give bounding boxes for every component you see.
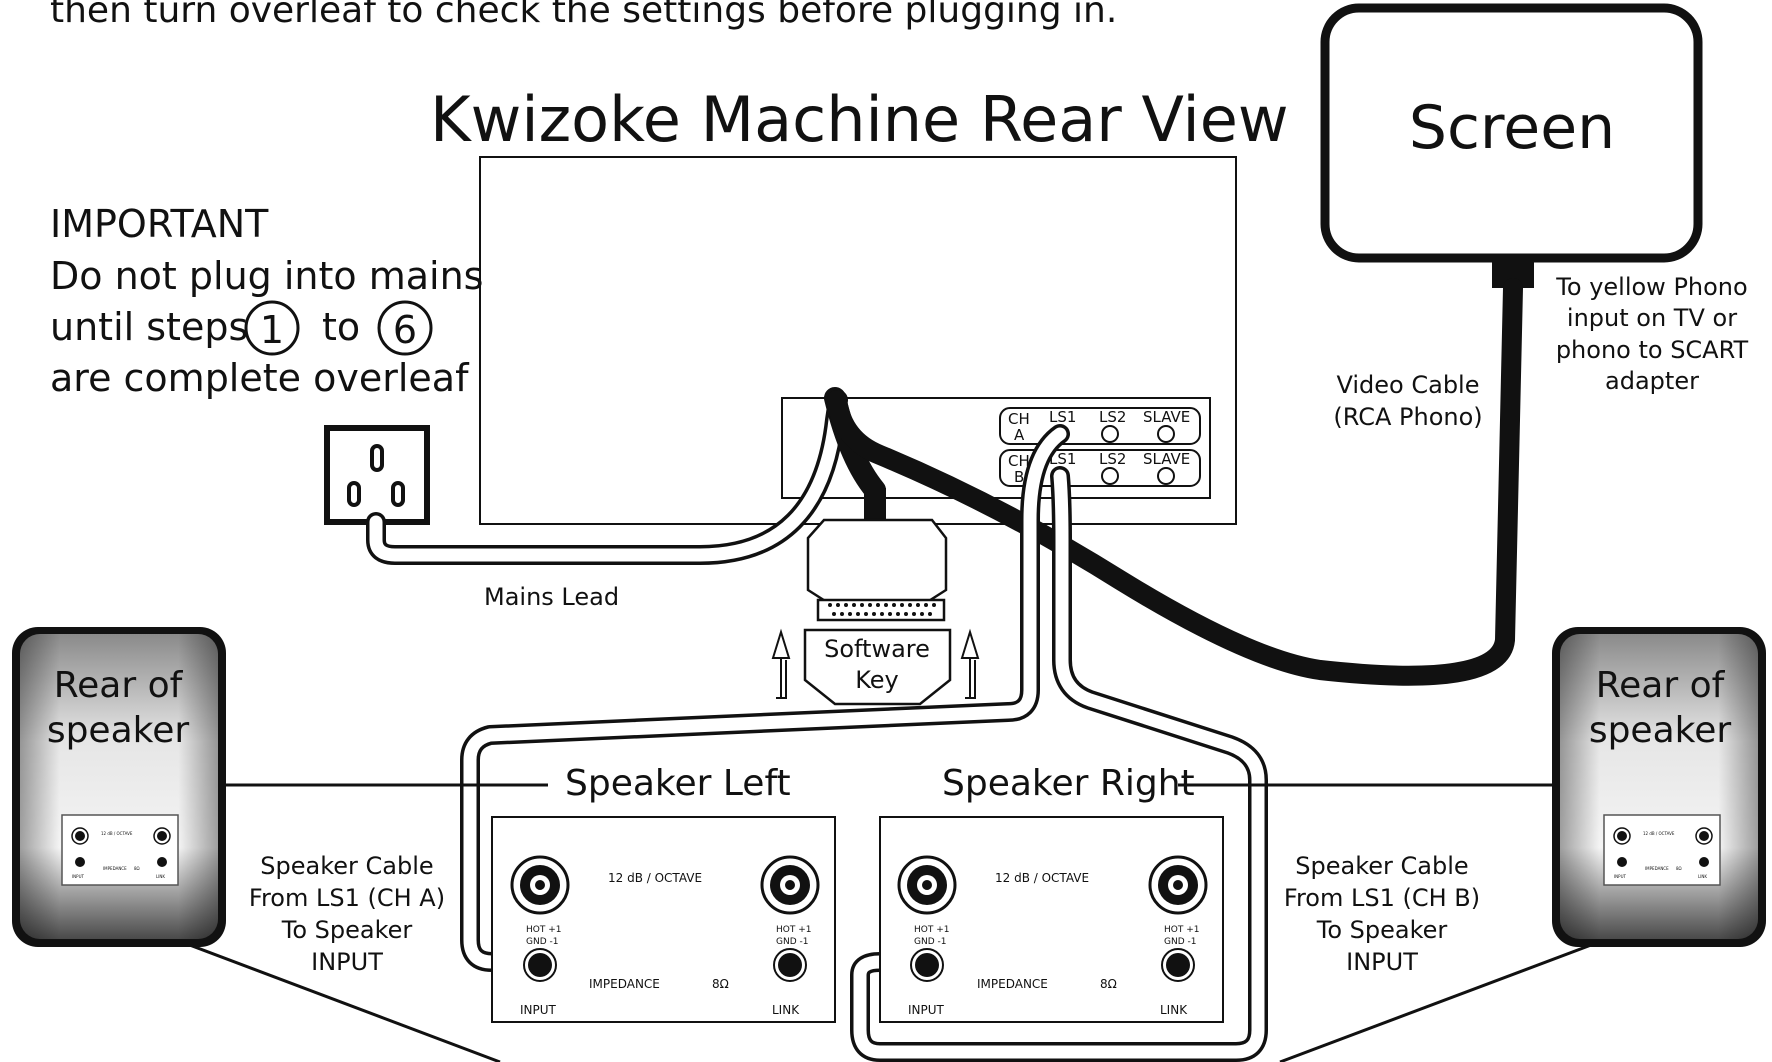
speaker-right-panel: 12 dB / OCTAVE HOT +1 GND -1 HOT +1 GND …	[879, 816, 1224, 1023]
right-speaker-rear: 12 dB / OCTAVE IMPEDANCE 8Ω INPUT LINK	[1552, 627, 1766, 947]
important-line-2: until steps	[50, 305, 248, 349]
software-key-label-2: Key	[855, 666, 899, 694]
left-octave-label: 12 dB / OCTAVE	[608, 871, 702, 885]
left-input-gnd: GND -1	[526, 937, 558, 947]
left-mini-input: INPUT	[72, 874, 85, 879]
ch-b-ls2-label: LS2	[1099, 450, 1126, 468]
software-key-label-1: Software	[824, 635, 930, 663]
right-octave-label: 12 dB / OCTAVE	[995, 871, 1089, 885]
yellow-phono-label-3: phono to SCART	[1556, 336, 1749, 364]
right-ohms-label: 8Ω	[1100, 977, 1117, 991]
step-end-number: 6	[393, 308, 417, 352]
ch-b-slave-label: SLAVE	[1143, 450, 1190, 468]
important-warning: IMPORTANT Do not plug into mains until s…	[50, 202, 483, 400]
step-end-circle	[377, 300, 433, 356]
ch-b-label: CH	[1008, 452, 1030, 470]
cable-a-label-1: Speaker Cable	[260, 852, 433, 880]
cable-a-label-4: INPUT	[311, 948, 383, 976]
right-input-label: INPUT	[908, 1003, 945, 1017]
important-line-1: Do not plug into mains	[50, 254, 483, 298]
right-impedance-label: IMPEDANCE	[977, 977, 1048, 991]
software-key-connector	[803, 387, 952, 706]
left-mini-impedance: IMPEDANCE	[103, 866, 127, 871]
cable-b-label-4: INPUT	[1346, 948, 1418, 976]
diagram-title: Kwizoke Machine Rear View	[430, 83, 1289, 156]
speaker-left-panel: 12 dB / OCTAVE HOT +1 GND -1 HOT +1 GND …	[491, 816, 836, 1023]
cable-b-label-2: From LS1 (CH B)	[1284, 884, 1480, 912]
mains-lead-cable	[366, 390, 848, 565]
mains-socket	[324, 425, 430, 525]
important-line-3: are complete overleaf	[50, 356, 470, 400]
yellow-phono-label-2: input on TV or	[1567, 304, 1737, 332]
ch-a-ls2-label: LS2	[1099, 408, 1126, 426]
right-mini-input: INPUT	[1614, 874, 1627, 879]
left-input-label: INPUT	[520, 1003, 557, 1017]
important-to-word: to	[322, 305, 360, 349]
video-cable	[827, 278, 1523, 686]
ch-b-ls2-socket	[1101, 467, 1119, 485]
ch-a-label: CH	[1008, 410, 1030, 428]
insert-arrow-left-icon	[771, 628, 791, 699]
speaker-cable-b	[850, 466, 1268, 1062]
right-link-gnd: GND -1	[1164, 937, 1196, 947]
step-start-circle	[244, 300, 300, 356]
yellow-phono-label-4: adapter	[1605, 367, 1699, 395]
cable-a-label-2: From LS1 (CH A)	[249, 884, 445, 912]
right-input-gnd: GND -1	[914, 937, 946, 947]
insert-arrow-right-icon	[960, 628, 980, 699]
software-key-pins	[828, 603, 936, 616]
screen-label: Screen	[1409, 93, 1615, 163]
right-speaker-rear-label-2: speaker	[1589, 710, 1732, 751]
top-instruction-text: then turn overleaf to check the settings…	[50, 0, 1117, 31]
left-impedance-label: IMPEDANCE	[589, 977, 660, 991]
left-ohms-label: 8Ω	[712, 977, 729, 991]
left-speaker-mini-panel	[61, 814, 179, 886]
right-mini-link: LINK	[1698, 874, 1707, 879]
speaker-cable-a	[460, 424, 1070, 972]
left-link-hot: HOT +1	[776, 925, 811, 935]
right-mini-ohms: 8Ω	[1676, 866, 1682, 871]
ch-b-slave-socket	[1157, 467, 1175, 485]
speaker-left-title: Speaker Left	[565, 763, 791, 804]
right-mini-octave: 12 dB / OCTAVE	[1643, 831, 1675, 836]
right-link-label: LINK	[1160, 1003, 1188, 1017]
ch-a-letter: A	[1014, 426, 1025, 444]
step-start-number: 1	[260, 308, 284, 352]
mains-lead-label: Mains Lead	[484, 583, 619, 611]
left-input-hot: HOT +1	[526, 925, 561, 935]
channel-a-panel: CH A LS1 LS2 SLAVE	[999, 407, 1201, 445]
left-link-gnd: GND -1	[776, 937, 808, 947]
left-mini-octave: 12 dB / OCTAVE	[101, 831, 133, 836]
video-cable-label-2: (RCA Phono)	[1333, 403, 1482, 431]
right-mini-impedance: IMPEDANCE	[1645, 866, 1669, 871]
left-mini-link: LINK	[156, 874, 165, 879]
important-heading: IMPORTANT	[50, 202, 269, 246]
cable-b-label-1: Speaker Cable	[1295, 852, 1468, 880]
left-speaker-rear-label-1: Rear of	[54, 665, 184, 706]
right-speaker-rear-label-1: Rear of	[1596, 665, 1726, 706]
speaker-right-title: Speaker Right	[942, 763, 1195, 804]
ch-a-ls2-socket	[1101, 425, 1119, 443]
left-link-label: LINK	[772, 1003, 800, 1017]
ch-a-slave-socket	[1157, 425, 1175, 443]
left-mini-ohms: 8Ω	[134, 866, 140, 871]
left-speaker-rear-label-2: speaker	[47, 710, 190, 751]
left-speaker-rear: 12 dB / OCTAVE IMPEDANCE 8Ω INPUT LINK	[12, 627, 226, 947]
cable-b-label-3: To Speaker	[1316, 916, 1448, 944]
cable-a-label-3: To Speaker	[281, 916, 413, 944]
right-link-hot: HOT +1	[1164, 925, 1199, 935]
ch-b-letter: B	[1014, 468, 1024, 486]
ch-a-ls1-label: LS1	[1049, 408, 1076, 426]
ch-a-slave-label: SLAVE	[1143, 408, 1190, 426]
right-speaker-mini-panel	[1603, 814, 1721, 886]
ch-b-ls1-label: LS1	[1049, 450, 1076, 468]
video-cable-label-1: Video Cable	[1336, 371, 1479, 399]
right-input-hot: HOT +1	[914, 925, 949, 935]
yellow-phono-label-1: To yellow Phono	[1555, 273, 1747, 301]
